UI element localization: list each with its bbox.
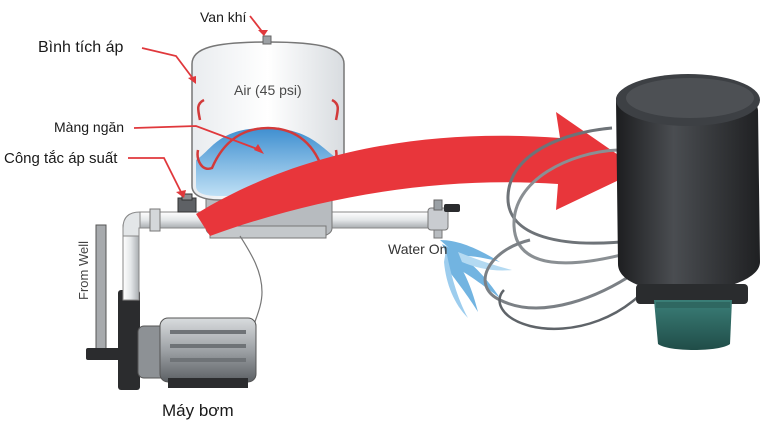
pressure-switch-photo [483,74,760,350]
pressure-switch-small [177,193,197,213]
big-red-arrow [196,112,640,236]
label-air-pressure: Air (45 psi) [234,82,302,98]
leader-arrowheads [176,30,268,198]
label-pressure-switch: Công tắc áp suất [4,150,118,167]
label-air-valve: Van khí [200,9,247,25]
label-from-well: From Well [76,241,91,300]
label-diaphragm: Màng ngăn [54,119,124,135]
well-casing [95,224,107,356]
faucet [427,199,460,239]
pump-motor [137,317,257,388]
pipe-joint [149,208,161,232]
tank-inner-wall [197,98,339,121]
air-valve-stem [262,35,272,45]
pump-base [86,290,146,390]
label-pressure-tank: Bình tích áp [38,39,123,56]
label-water-on: Water On [388,241,447,257]
label-pump: Máy bơm [162,401,234,420]
